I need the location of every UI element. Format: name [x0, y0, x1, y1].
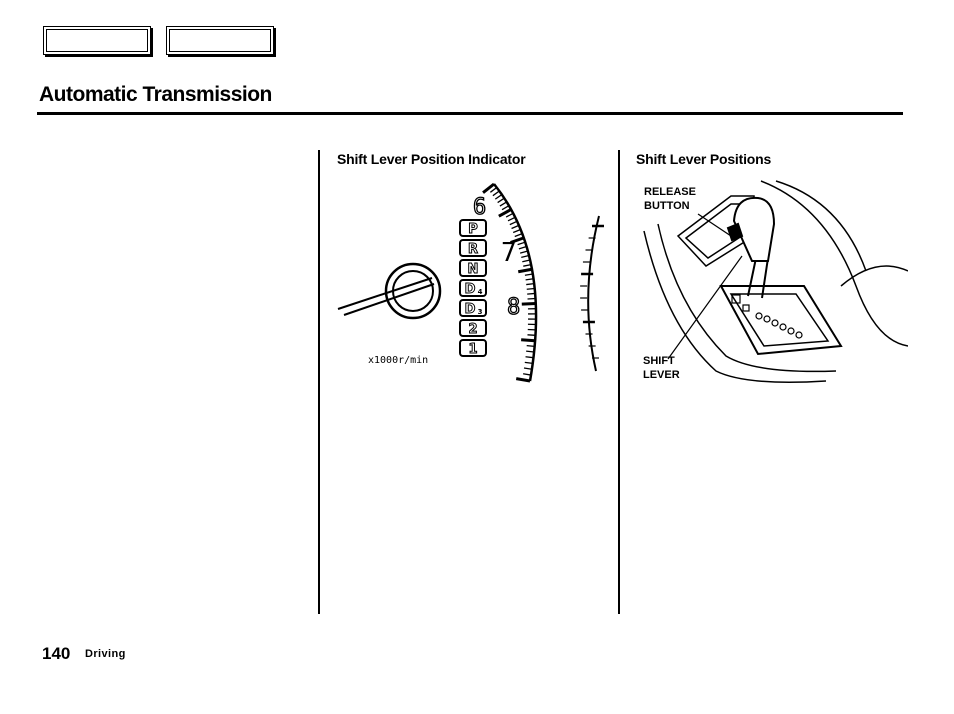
tach-tick — [519, 250, 529, 254]
shift-lever-illustration — [643, 180, 908, 383]
page-title: Automatic Transmission — [39, 83, 272, 106]
tach-number-6: 6 — [473, 195, 486, 220]
shift-indicator-illustration: 6 7 8 P R N D 4 D 3 2 — [337, 182, 604, 383]
right-gauge-ticks — [580, 224, 604, 359]
tach-tick — [524, 273, 533, 276]
position-2: 2 — [459, 319, 487, 338]
tach-tick — [497, 197, 505, 204]
svg-text:D: D — [465, 282, 476, 297]
tach-unit-label: x1000r/min — [368, 355, 428, 366]
shift-gate-slot — [729, 293, 830, 347]
tach-tick — [501, 205, 510, 211]
position-indicator-column: P R N D 4 D 3 2 1 — [459, 219, 487, 358]
tach-tick — [499, 201, 508, 207]
tach-tick — [526, 282, 535, 286]
position-1: 1 — [459, 339, 487, 358]
footer-section-name: Driving — [85, 648, 126, 660]
tach-tick — [521, 302, 536, 306]
console-outline-right — [760, 180, 908, 347]
tach-tick — [525, 278, 534, 281]
tach-tick — [517, 241, 526, 246]
tach-tick — [511, 224, 520, 230]
label-shift-lever-line1: SHIFT — [643, 355, 675, 367]
tach-tick — [518, 245, 527, 250]
tach-tick — [527, 292, 536, 295]
tach-tick — [523, 373, 532, 376]
svg-text:N: N — [468, 262, 479, 277]
tach-tick — [526, 350, 535, 353]
release-leader-line — [697, 213, 732, 237]
label-release-button-line1: RELEASE — [644, 186, 696, 198]
tach-tick — [492, 190, 500, 197]
column-divider-right — [618, 150, 620, 614]
console-outline-mid — [657, 223, 837, 373]
svg-text:2: 2 — [468, 322, 477, 337]
shift-knob — [732, 196, 776, 262]
tach-tick — [489, 186, 498, 193]
tach-tick — [525, 356, 534, 359]
svg-text:P: P — [468, 222, 478, 237]
tach-tick — [523, 367, 533, 370]
svg-text:1: 1 — [468, 342, 477, 357]
tach-tick — [515, 377, 531, 383]
gauge-needle-edge — [343, 283, 435, 316]
tach-tick — [514, 233, 523, 238]
position-d4: D 4 — [459, 279, 487, 298]
gauge-needle — [337, 277, 433, 310]
tach-tick — [523, 263, 532, 267]
tach-tick — [510, 236, 525, 244]
page-number: 140 — [42, 644, 71, 663]
label-release-button-line2: BUTTON — [644, 200, 690, 212]
svg-text:4: 4 — [478, 288, 483, 296]
tach-tick — [494, 194, 503, 200]
position-p: P — [459, 219, 487, 238]
tach-tick — [524, 361, 533, 365]
position-n: N — [459, 259, 487, 278]
tach-tick — [517, 267, 533, 274]
tach-tick — [505, 212, 514, 218]
console-armrest — [840, 265, 908, 287]
tach-tick — [526, 345, 535, 348]
tach-tick — [512, 228, 521, 234]
svg-text:3: 3 — [478, 308, 483, 316]
tach-tick — [522, 259, 531, 263]
nav-button-previous[interactable] — [43, 26, 151, 55]
gate-position-marks — [731, 294, 803, 339]
label-shift-lever-line2: LEVER — [643, 369, 680, 381]
tach-tick — [507, 216, 516, 222]
nav-button-next[interactable] — [166, 26, 274, 55]
tach-tick — [521, 254, 530, 259]
heading-shift-lever-positions: Shift Lever Positions — [636, 151, 772, 167]
tach-tick — [521, 338, 536, 343]
position-d3: D 3 — [459, 299, 487, 318]
tach-number-8: 8 — [507, 295, 520, 320]
svg-text:R: R — [468, 242, 478, 257]
position-r: R — [459, 239, 487, 258]
tachometer-ticks — [482, 182, 537, 383]
column-divider-left — [318, 150, 320, 614]
svg-text:D: D — [465, 302, 476, 317]
tach-tick — [526, 287, 535, 290]
console-outline-far-right — [775, 180, 867, 272]
tach-number-7: 7 — [501, 238, 517, 268]
tach-tick — [509, 220, 518, 226]
gauge-knob — [384, 262, 442, 320]
heading-shift-lever-position-indicator: Shift Lever Position Indicator — [337, 151, 526, 167]
shift-gate-plate — [719, 285, 843, 356]
tach-tick — [498, 208, 512, 218]
title-rule — [37, 112, 903, 115]
tachometer-arc — [493, 183, 538, 382]
console-outline-left — [643, 230, 827, 383]
tach-tick — [482, 182, 495, 194]
shift-leader-line — [667, 255, 743, 360]
right-gauge-arc — [587, 215, 600, 372]
